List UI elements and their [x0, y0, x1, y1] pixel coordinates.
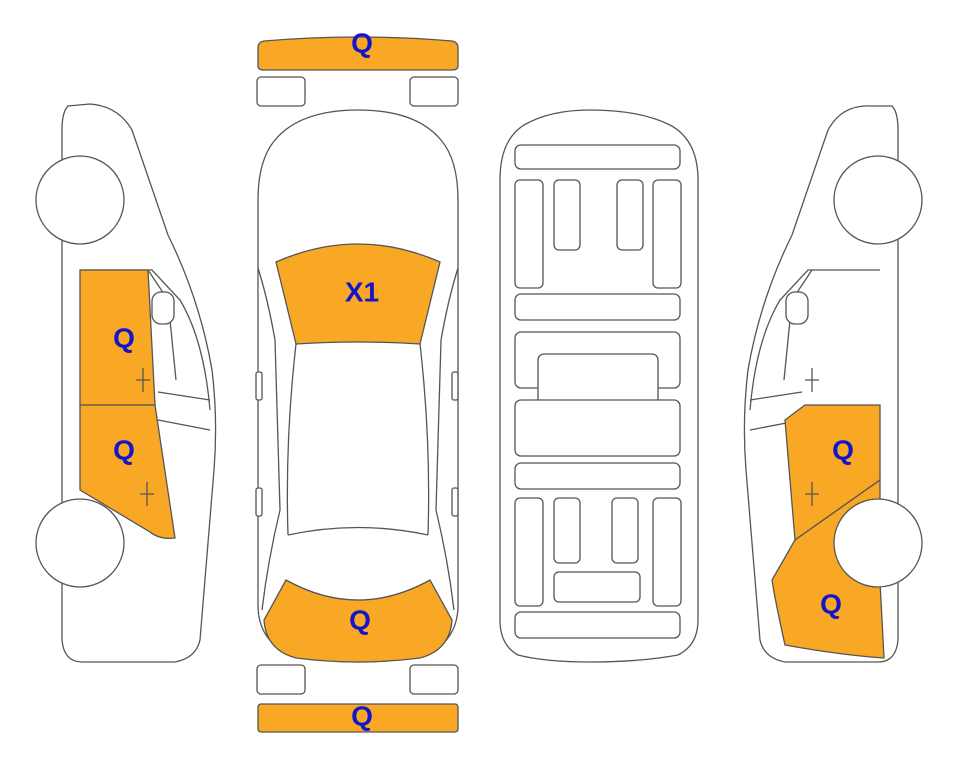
top-right-body-line	[435, 267, 459, 611]
underbody-front-left-arm	[553, 179, 581, 251]
underbody-view	[499, 109, 699, 663]
underbody-fuel-tank	[553, 571, 641, 603]
underbody-rear-left-rail	[514, 497, 544, 607]
right-side-mirror	[785, 291, 809, 325]
underbody-floor-rear	[514, 399, 681, 457]
underbody-rear-right-rail	[652, 497, 682, 607]
left-front-door-label: Q	[113, 322, 135, 353]
underbody-mid-front-crossmember	[514, 293, 681, 321]
left-rear-door-label: Q	[113, 434, 135, 465]
right-side-window-line	[749, 269, 880, 411]
left-side-window-line	[80, 269, 211, 411]
left-side-mirror	[151, 291, 175, 325]
right-rear-door-handle	[805, 482, 819, 506]
front-left-light	[256, 76, 306, 107]
top-left-body-line	[257, 267, 281, 611]
right-front-door-handle	[805, 368, 819, 392]
top-view: Q X1 Q Q	[255, 27, 459, 733]
right-rear-door-label: Q	[832, 434, 854, 465]
trunk	[263, 579, 453, 663]
top-right-rear-handle	[451, 487, 459, 517]
rear-right-light	[409, 664, 459, 695]
right-side-front-wheel	[833, 155, 923, 245]
rear-left-light	[256, 664, 306, 695]
top-left-mirror	[255, 371, 263, 401]
underbody-front-left-rail	[514, 179, 544, 289]
underbody-rear-left-arm	[553, 497, 581, 564]
rear-bumper	[257, 703, 459, 733]
underbody-rear-right-arm	[611, 497, 639, 564]
top-left-roof-line	[286, 343, 297, 536]
trunk-label: Q	[349, 604, 371, 635]
left-side-front-wheel	[35, 155, 125, 245]
top-right-roof-line	[419, 343, 430, 536]
left-rear-door-handle	[140, 482, 154, 506]
top-left-rear-handle	[255, 487, 263, 517]
left-rear-door	[79, 404, 176, 540]
left-side-mirror-line	[157, 391, 211, 401]
front-right-light	[409, 76, 459, 107]
underbody-front-right-arm	[616, 179, 644, 251]
right-side-view: Q Q	[743, 105, 923, 663]
underbody-front-crossmember	[514, 144, 681, 170]
underbody-front-right-rail	[652, 179, 682, 289]
rear-bumper-label: Q	[351, 700, 373, 731]
front-bumper	[257, 36, 459, 71]
left-side-rear-wheel	[35, 498, 125, 588]
left-side-view: Q Q	[35, 103, 217, 663]
underbody-rear-crossmember	[514, 611, 681, 639]
left-side-sill-line	[157, 419, 211, 431]
windshield-label: X1	[345, 276, 379, 307]
right-side-rear-wheel	[833, 498, 923, 588]
front-bumper-label: Q	[351, 27, 373, 58]
top-rear-window-line	[287, 526, 429, 536]
right-rear-quarter-label: Q	[820, 588, 842, 619]
right-side-mirror-line	[749, 391, 803, 401]
top-right-mirror	[451, 371, 459, 401]
windshield	[275, 243, 441, 345]
underbody-mid-rear-crossmember	[514, 462, 681, 490]
left-front-door-handle	[136, 368, 150, 392]
top-body-outline	[257, 109, 459, 663]
